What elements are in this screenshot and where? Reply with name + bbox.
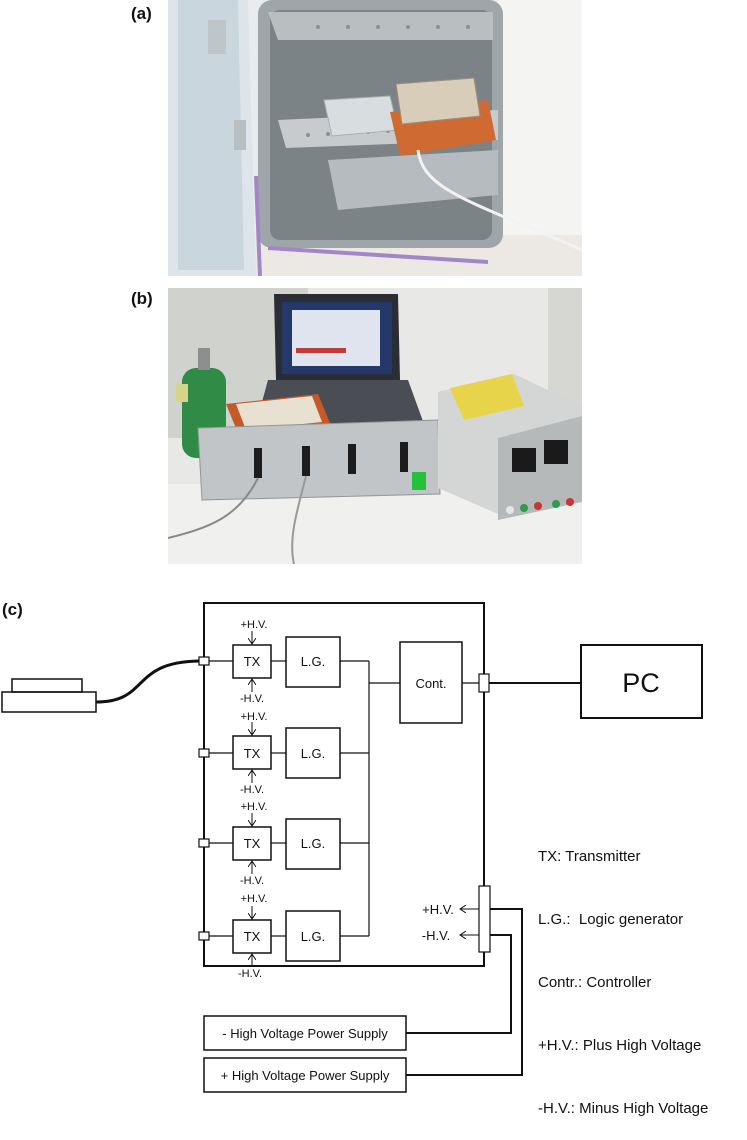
tx-label-2: TX <box>244 746 261 761</box>
lg-box-3 <box>285 818 341 870</box>
plus-hv-supply-label: + High Voltage Power Supply <box>221 1068 390 1083</box>
pc-label: PC <box>622 668 660 698</box>
enclosure-box <box>203 602 485 967</box>
lg-label-3: L.G. <box>301 836 326 851</box>
lg-label-4: L.G. <box>301 929 326 944</box>
pc-connector <box>478 673 490 693</box>
hv-connector-block <box>478 885 491 953</box>
equipment-photo <box>168 288 582 564</box>
connector-plus-hv-label: +H.V. <box>422 902 454 917</box>
tx-label-4: TX <box>244 929 261 944</box>
plus-hv-label-2: +H.V. <box>241 711 268 723</box>
plus-hv-supply-box <box>203 1057 407 1093</box>
sample-dish-top <box>11 678 83 693</box>
lg-box-1 <box>285 636 341 688</box>
plus-hv-label-3: +H.V. <box>241 801 268 813</box>
legend-item-tx: TX: Transmitter <box>538 848 641 865</box>
pc-box <box>580 644 703 719</box>
lg-label-2: L.G. <box>301 746 326 761</box>
abbreviation-legend: TX: Transmitter L.G.: Logic generator Co… <box>538 804 708 1140</box>
panel-label-a: (a) <box>131 4 152 23</box>
legend-item-lg: L.G.: Logic generator <box>538 911 684 928</box>
tx-label-1: TX <box>244 654 261 669</box>
connector-minus-hv-label: -H.V. <box>422 928 450 943</box>
minus-hv-label-3: -H.V. <box>240 875 264 887</box>
minus-hv-supply-box <box>203 1015 407 1051</box>
controller-label: Cont. <box>415 676 446 691</box>
minus-hv-supply-label: - High Voltage Power Supply <box>222 1026 388 1041</box>
panel-label-c: (c) <box>2 600 23 619</box>
plus-hv-label-1: +H.V. <box>241 619 268 631</box>
legend-item-minus-hv: -H.V.: Minus High Voltage <box>538 1100 709 1117</box>
minus-hv-label-4: -H.V. <box>238 968 262 980</box>
lg-label-1: L.G. <box>301 654 326 669</box>
input-connector-3 <box>198 838 210 848</box>
legend-item-plus-hv: +H.V.: Plus High Voltage <box>538 1037 702 1054</box>
block-diagram: TX TX TX TX L.G. L.G. L.G. L.G. Cont. PC… <box>1 602 703 1093</box>
tx-label-3: TX <box>244 836 261 851</box>
input-connector-4 <box>198 931 210 941</box>
minus-hv-label-2: -H.V. <box>240 784 264 796</box>
plus-hv-label-4: +H.V. <box>241 893 268 905</box>
minus-hv-label-1: -H.V. <box>240 693 264 705</box>
input-connector-2 <box>198 748 210 758</box>
input-connector-1 <box>198 656 210 666</box>
incubator-photo <box>168 0 582 276</box>
legend-item-contr: Contr.: Controller <box>538 974 652 991</box>
panel-label-b: (b) <box>131 289 153 308</box>
sample-dish-body <box>1 691 97 713</box>
